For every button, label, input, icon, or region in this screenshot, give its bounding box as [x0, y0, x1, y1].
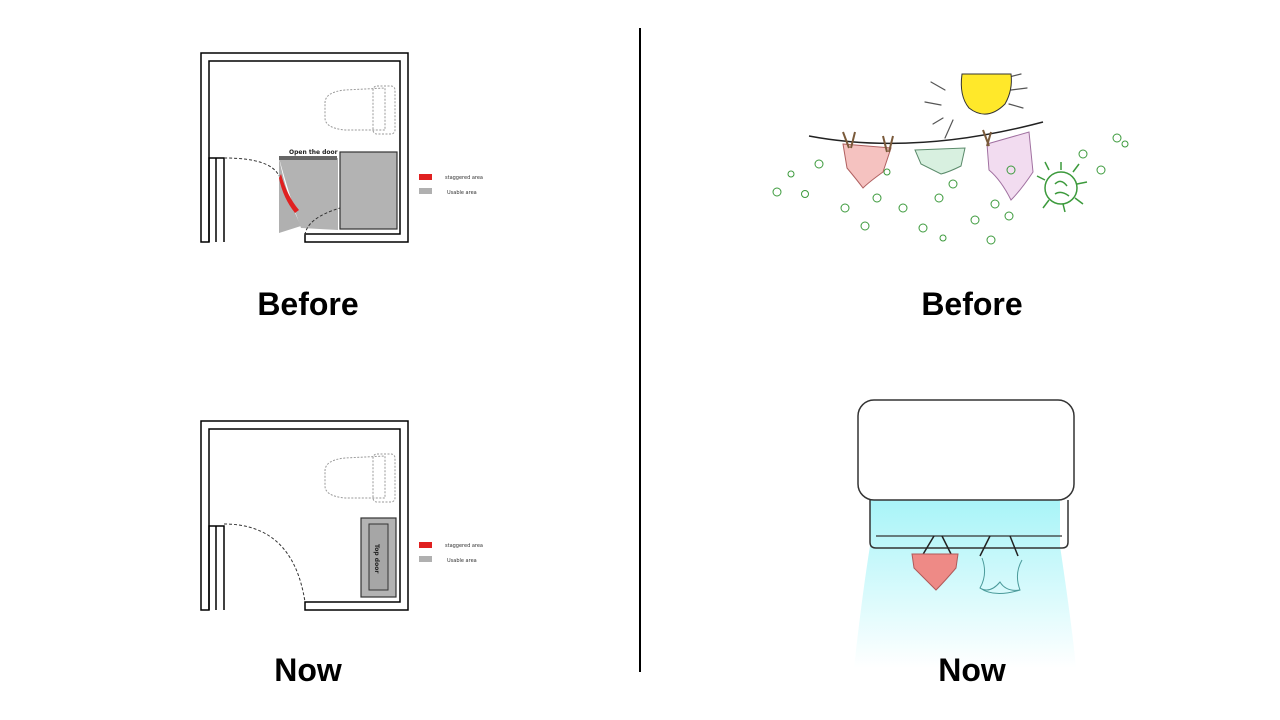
- top-door: [368, 523, 389, 591]
- legend-label-usable: Usable area: [447, 190, 477, 196]
- toilet-icon: [324, 85, 396, 135]
- usable-area: [279, 158, 301, 233]
- open-door: [279, 156, 337, 160]
- dryer-housing: [869, 500, 1069, 549]
- legend: staggered area Usable area: [419, 542, 483, 564]
- legend-swatch-staggered: [419, 174, 432, 180]
- cabinet: [339, 151, 398, 230]
- legend-swatch-usable: [419, 556, 432, 562]
- center-divider: [639, 28, 641, 672]
- legend: staggered area Usable area: [419, 174, 483, 196]
- caption-before-left: Before: [257, 286, 359, 322]
- airflow: [854, 500, 1076, 668]
- caption-before-right: Before: [921, 286, 1023, 322]
- underwear-green: [914, 147, 966, 175]
- floorplan-before: Open the door staggered area Usable area: [200, 52, 483, 243]
- legend-label-usable: Usable area: [447, 558, 477, 564]
- toilet-icon: [324, 453, 396, 503]
- hangers: [921, 535, 1019, 557]
- underwear-pink: [842, 131, 894, 189]
- legend-swatch-staggered: [419, 542, 432, 548]
- sun-icon: [960, 73, 1012, 115]
- dryer-unit: [857, 399, 1075, 501]
- dryer-scene: [854, 399, 1076, 668]
- top-door-label: Top door: [373, 544, 380, 573]
- door-swing-arc: [223, 157, 341, 236]
- usable-area-main: [279, 158, 338, 230]
- legend-label-staggered: staggered area: [445, 543, 483, 549]
- door-swing-arc: [223, 523, 306, 603]
- door-label: Open the door: [289, 149, 338, 156]
- legend-swatch-usable: [419, 188, 432, 194]
- underwear-lilac: [982, 129, 1034, 201]
- clothesline-scene: [772, 73, 1129, 245]
- staggered-area: [279, 174, 299, 213]
- room-walls: [200, 420, 409, 611]
- germ-icons-small: [772, 133, 1129, 245]
- legend-label-staggered: staggered area: [445, 175, 483, 181]
- bra-icon: [979, 557, 1023, 594]
- caption-now-right: Now: [938, 652, 1006, 688]
- caption-now-left: Now: [274, 652, 342, 688]
- floorplan-now: Top door staggered area Usable area: [200, 420, 483, 611]
- clothesline-rope: [808, 121, 1044, 145]
- underwear-pink: [911, 553, 959, 591]
- germ-icon-large: [1036, 161, 1088, 213]
